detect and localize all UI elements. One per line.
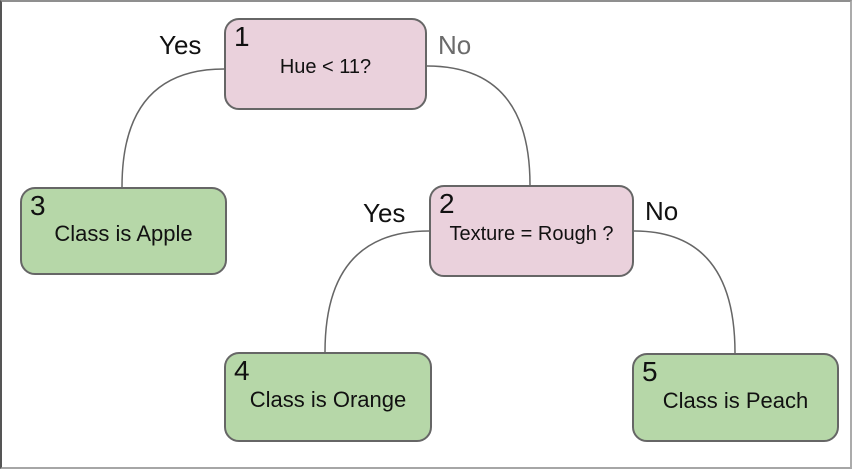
node-label: Class is Orange (249, 387, 407, 412)
edge-label-yes-1: Yes (159, 30, 202, 60)
edge-2-yes-to-4 (324, 230, 430, 353)
edge-1-no-to-2 (426, 65, 531, 186)
leaf-node-peach: 5 Class is Peach (632, 353, 839, 442)
node-number: 3 (30, 190, 46, 221)
edge-label-no-1: No (438, 30, 472, 60)
node-number: 2 (439, 188, 455, 219)
node-label: Class is Peach (662, 387, 809, 413)
decision-node-texture: 2 Texture = Rough ? (429, 185, 634, 277)
edge-label-no-2: No (645, 196, 679, 226)
node-number: 1 (234, 21, 250, 52)
node-number: 5 (642, 356, 658, 387)
edge-2-no-to-5 (633, 230, 736, 354)
node-label: Texture = Rough ? (449, 222, 614, 245)
edge-label-yes-2: Yes (363, 198, 406, 228)
node-label: Class is Apple (54, 221, 193, 246)
decision-node-hue: 1 Hue < 11? (224, 18, 427, 110)
node-label: Hue < 11? (279, 55, 372, 78)
node-number: 4 (234, 355, 250, 386)
leaf-node-orange: 4 Class is Orange (224, 352, 432, 442)
leaf-node-apple: 3 Class is Apple (20, 187, 227, 275)
edge-1-yes-to-3 (121, 68, 225, 188)
